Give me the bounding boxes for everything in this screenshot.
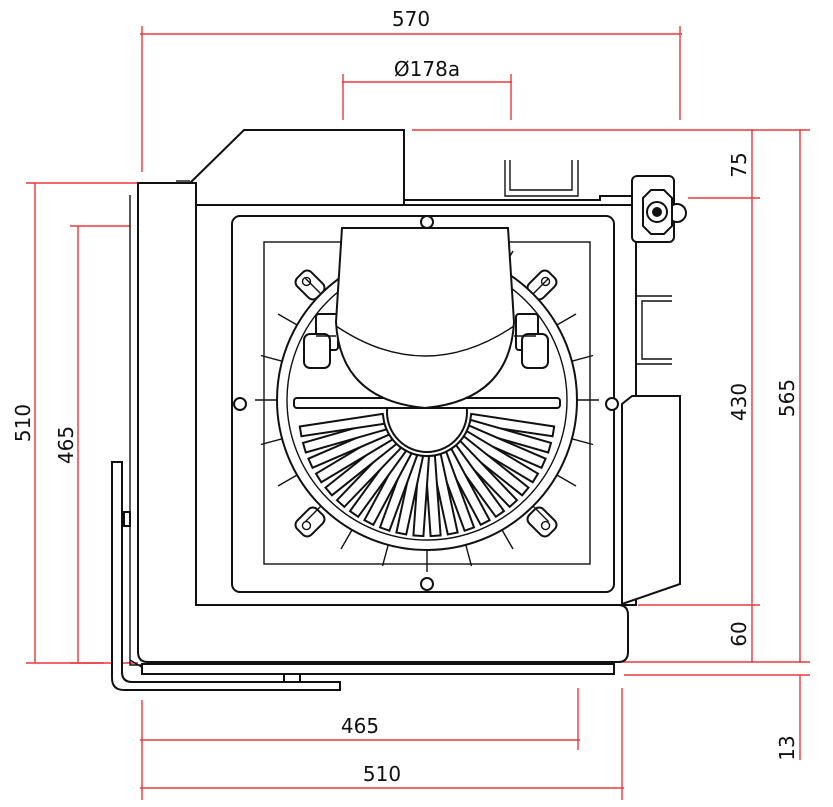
hole-right	[605, 397, 619, 411]
front-frame	[137, 182, 629, 663]
fan-blade	[298, 412, 386, 438]
fan-blade	[314, 429, 394, 484]
top-bracket	[504, 160, 579, 197]
fan-blade	[307, 424, 391, 470]
side-bracket	[635, 295, 672, 365]
outer-rib	[465, 544, 473, 567]
dim-bottom-510: 510	[363, 762, 401, 786]
side-clamps	[303, 313, 549, 369]
fan-blade	[423, 454, 442, 538]
fan-blades	[298, 412, 556, 538]
outer-rib	[260, 354, 283, 362]
fan-blade	[441, 447, 491, 527]
outer-rib	[556, 474, 577, 487]
intake-hopper	[334, 227, 516, 410]
dim-right-565: 565	[775, 379, 799, 417]
fan-blade	[335, 439, 403, 509]
outer-rib	[532, 277, 550, 295]
dim-left-465: 465	[54, 426, 78, 464]
outer-rib	[304, 277, 322, 295]
fan-blade	[446, 443, 506, 519]
dim-top-inner: Ø178a	[394, 57, 460, 81]
fan-blade	[429, 452, 459, 536]
fan-blade	[451, 439, 519, 509]
outer-rib	[571, 354, 594, 362]
hole-top	[420, 215, 434, 229]
bottom-rail	[111, 461, 341, 691]
hole-left	[233, 397, 247, 411]
outer-rib	[556, 313, 577, 326]
fan-blade	[324, 435, 398, 497]
outer-rib	[304, 505, 322, 523]
outer-rib	[532, 505, 550, 523]
fan-blade	[395, 452, 425, 536]
right-cover	[621, 395, 681, 606]
fan-blade	[468, 412, 556, 438]
fan-blade	[456, 435, 530, 497]
outer-rib	[571, 438, 594, 446]
top-chute	[189, 129, 405, 206]
dim-left-510: 510	[11, 404, 35, 442]
fan-blade	[463, 424, 547, 470]
outer-rib	[381, 544, 389, 567]
dimension-labels: 570 Ø178a 75 430 565 60 13 510 465 465 5…	[11, 7, 799, 786]
fan-blade	[378, 450, 419, 532]
fan-blade	[460, 429, 540, 484]
outer-rib	[501, 529, 514, 550]
dim-top-width: 570	[392, 7, 430, 31]
outer-rib	[277, 313, 298, 326]
fan-blade	[348, 443, 408, 519]
fan-blade	[363, 447, 413, 527]
fan-blade	[435, 450, 476, 532]
dim-right-13: 13	[775, 735, 799, 760]
dim-bottom-465: 465	[341, 714, 379, 738]
dim-right-430: 430	[727, 383, 751, 421]
outer-rib	[340, 529, 353, 550]
dimension-lines	[26, 26, 810, 800]
dim-right-75: 75	[727, 152, 751, 177]
dim-right-60: 60	[727, 621, 751, 646]
outer-rib	[277, 474, 298, 487]
fan-blade	[412, 454, 431, 538]
valve-fitting-icon	[631, 175, 687, 243]
fan-blade	[466, 418, 553, 454]
fan-blade	[301, 418, 388, 454]
outer-rib	[260, 438, 283, 446]
hole-bottom	[420, 577, 434, 591]
unit-body	[111, 129, 687, 691]
